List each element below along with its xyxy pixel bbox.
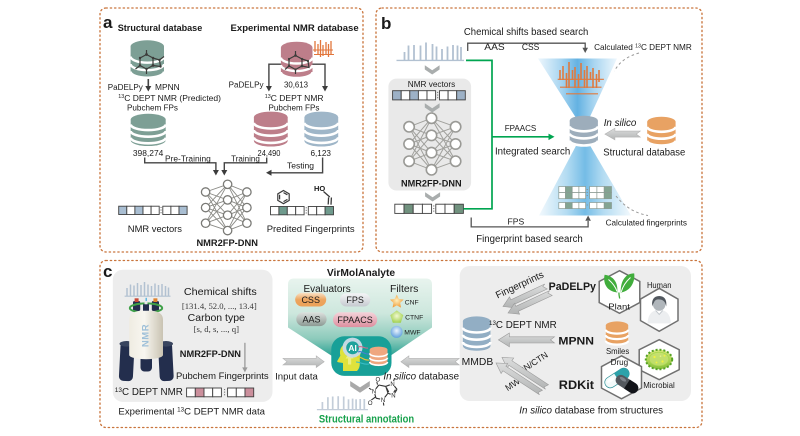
svg-text:Microbial: Microbial: [643, 381, 675, 390]
svg-text:N: N: [391, 394, 395, 400]
svg-text:MPNN: MPNN: [558, 336, 594, 348]
svg-text:6,123: 6,123: [310, 148, 331, 158]
svg-text:Structural database: Structural database: [603, 148, 686, 159]
svg-text:MWF: MWF: [404, 329, 420, 336]
svg-text:30,613: 30,613: [284, 80, 308, 90]
svg-text:Calculated 13C DEPT NMR: Calculated 13C DEPT NMR: [594, 43, 692, 52]
svg-text:AAS: AAS: [302, 314, 320, 324]
svg-text:CTNF: CTNF: [405, 314, 423, 321]
svg-text:[s, d, s, ..., q]: [s, d, s, ..., q]: [194, 324, 239, 334]
svg-text:13C DEPT NMR: 13C DEPT NMR: [489, 320, 557, 331]
svg-text:Evaluators: Evaluators: [303, 284, 350, 295]
svg-text:Structural annotation: Structural annotation: [319, 413, 414, 425]
svg-text:c: c: [103, 262, 112, 281]
svg-text:AI: AI: [348, 343, 356, 353]
svg-text:Smiles: Smiles: [606, 347, 629, 356]
svg-text:In silico database: In silico database: [383, 371, 459, 382]
svg-text:Pubchem FPs: Pubchem FPs: [269, 103, 320, 113]
svg-text:FPS: FPS: [508, 216, 525, 226]
svg-text:HO: HO: [314, 184, 325, 193]
svg-text:FPAACS: FPAACS: [337, 315, 372, 325]
svg-text:Pubchem Fingerprints: Pubchem Fingerprints: [176, 371, 269, 382]
svg-text:VirMolAnalyte: VirMolAnalyte: [327, 268, 396, 279]
svg-text:13C DEPT NMR: 13C DEPT NMR: [265, 93, 324, 103]
svg-text:Drug: Drug: [611, 358, 629, 367]
svg-text:13C DEPT NMR: 13C DEPT NMR: [115, 387, 183, 398]
svg-text:[131.4, 52.0, ..., 13.4]: [131.4, 52.0, ..., 13.4]: [182, 301, 257, 311]
svg-text:CSS: CSS: [522, 42, 540, 52]
svg-text:PaDELPy: PaDELPy: [229, 80, 265, 90]
svg-text:Filters: Filters: [390, 284, 418, 295]
svg-text:Pubchem FPs: Pubchem FPs: [127, 103, 178, 113]
svg-text:13C DEPT NMR (Predicted): 13C DEPT NMR (Predicted): [118, 93, 221, 103]
svg-text:CNF: CNF: [405, 299, 419, 306]
svg-text:NMR: NMR: [141, 324, 152, 347]
svg-text:PaDELPy: PaDELPy: [108, 82, 144, 92]
svg-text:Fingerprint based search: Fingerprint based search: [476, 234, 583, 245]
svg-text:a: a: [103, 13, 113, 32]
svg-text:MPNN: MPNN: [155, 82, 180, 92]
svg-text:MMDB: MMDB: [462, 357, 494, 368]
svg-text:FPAACS: FPAACS: [505, 123, 537, 133]
svg-text:N: N: [390, 382, 394, 388]
svg-text:Training: Training: [231, 154, 260, 164]
svg-text:CSS: CSS: [301, 295, 320, 305]
svg-text:NMR2FP-DNN: NMR2FP-DNN: [401, 178, 462, 189]
svg-text:NMR vectors: NMR vectors: [408, 79, 455, 89]
svg-text:Testing: Testing: [287, 160, 314, 170]
svg-text:O: O: [368, 401, 373, 407]
svg-text:b: b: [381, 14, 391, 33]
svg-text:Chemical shifts based search: Chemical shifts based search: [464, 27, 588, 38]
svg-text:Structural database: Structural database: [118, 23, 203, 34]
svg-text:N: N: [381, 398, 385, 404]
svg-text:Pre-Training: Pre-Training: [165, 154, 211, 164]
svg-text:Integrated search: Integrated search: [495, 147, 570, 158]
svg-text:Plant: Plant: [608, 301, 630, 311]
svg-text:PaDELPy: PaDELPy: [549, 281, 597, 293]
svg-text:Experimental 13C DEPT NMR data: Experimental 13C DEPT NMR data: [118, 406, 265, 417]
svg-text:FPS: FPS: [346, 295, 364, 305]
svg-text:Calculated fingerprints: Calculated fingerprints: [606, 217, 687, 227]
svg-text:N: N: [372, 389, 376, 395]
svg-text:Predited Fingerprints: Predited Fingerprints: [267, 224, 355, 235]
svg-text:Input data: Input data: [275, 371, 318, 382]
svg-text:Human: Human: [647, 281, 672, 290]
svg-text:NMR vectors: NMR vectors: [128, 224, 182, 235]
svg-text:O: O: [375, 377, 380, 383]
svg-text:AAS: AAS: [484, 42, 504, 52]
svg-text:24,490: 24,490: [258, 148, 281, 158]
svg-text:398,274: 398,274: [133, 148, 164, 158]
svg-text:Experimental NMR database: Experimental NMR database: [231, 23, 359, 34]
svg-text:Carbon type: Carbon type: [188, 313, 245, 324]
svg-text:NMR2FP-DNN: NMR2FP-DNN: [180, 349, 241, 360]
svg-text:NMR2FP-DNN: NMR2FP-DNN: [196, 238, 258, 249]
svg-text:RDKit: RDKit: [559, 380, 594, 392]
svg-text:In silico database from struct: In silico database from structures: [519, 406, 663, 417]
svg-text:Chemical shifts: Chemical shifts: [184, 287, 257, 298]
svg-text:In silico: In silico: [604, 118, 637, 129]
